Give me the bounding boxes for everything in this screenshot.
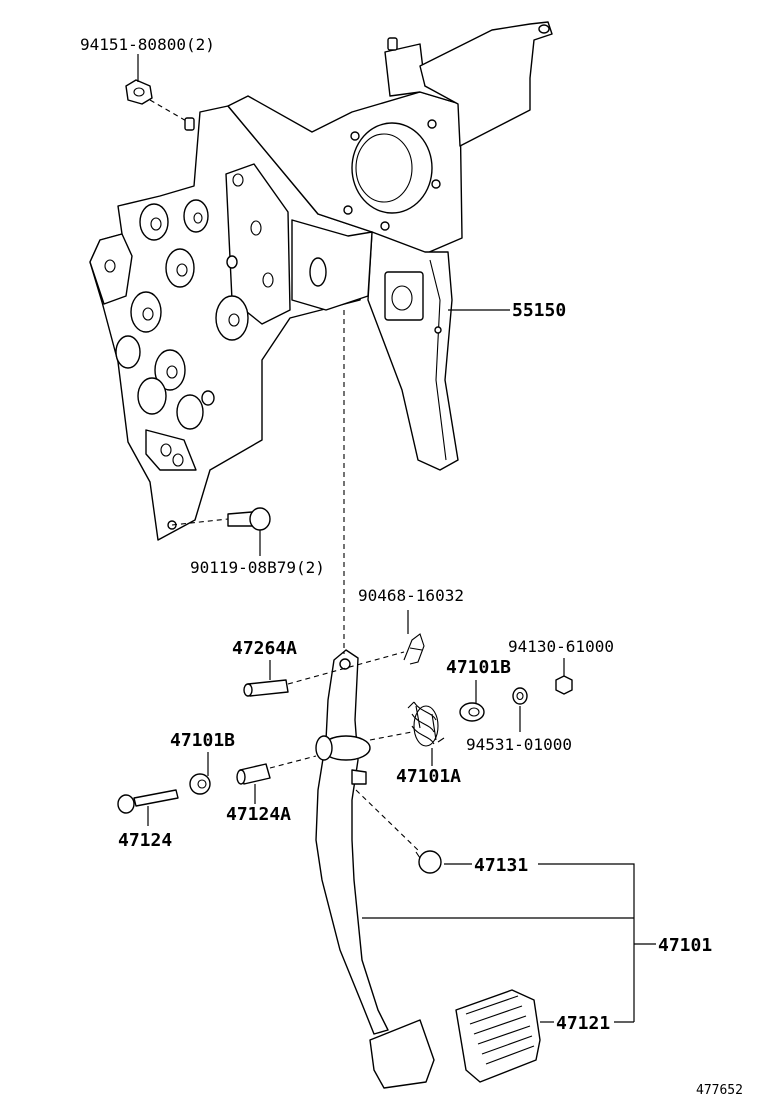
pedal-arm-drawing [315,649,435,1089]
pedal-bracket-drawing [89,21,553,541]
label-47101a: 47101A [396,766,461,787]
label-55150: 55150 [512,300,566,321]
label-47264a: 47264A [232,638,297,659]
label-47101b-left: 47101B [170,730,235,751]
label-94151-80800: 94151-80800(2) [80,35,215,54]
drawing-number: 477652 [696,1083,743,1098]
label-90119-08b79: 90119-08B79(2) [190,558,325,577]
label-47124: 47124 [118,830,172,851]
label-94531-01000: 94531-01000 [466,735,572,754]
label-47121: 47121 [556,1013,610,1034]
label-47124a: 47124A [226,804,291,825]
leader-lines [137,54,656,1023]
small-parts-drawing [117,79,573,1083]
label-47101b-right: 47101B [446,657,511,678]
label-94130-61000: 94130-61000 [508,637,614,656]
assembly-lines [149,99,421,853]
label-47131: 47131 [474,855,528,876]
label-47101: 47101 [658,935,712,956]
part-labels: 94151-80800(2) 55150 90119-08B79(2) 9046… [80,35,743,1098]
label-90468-16032: 90468-16032 [358,586,464,605]
